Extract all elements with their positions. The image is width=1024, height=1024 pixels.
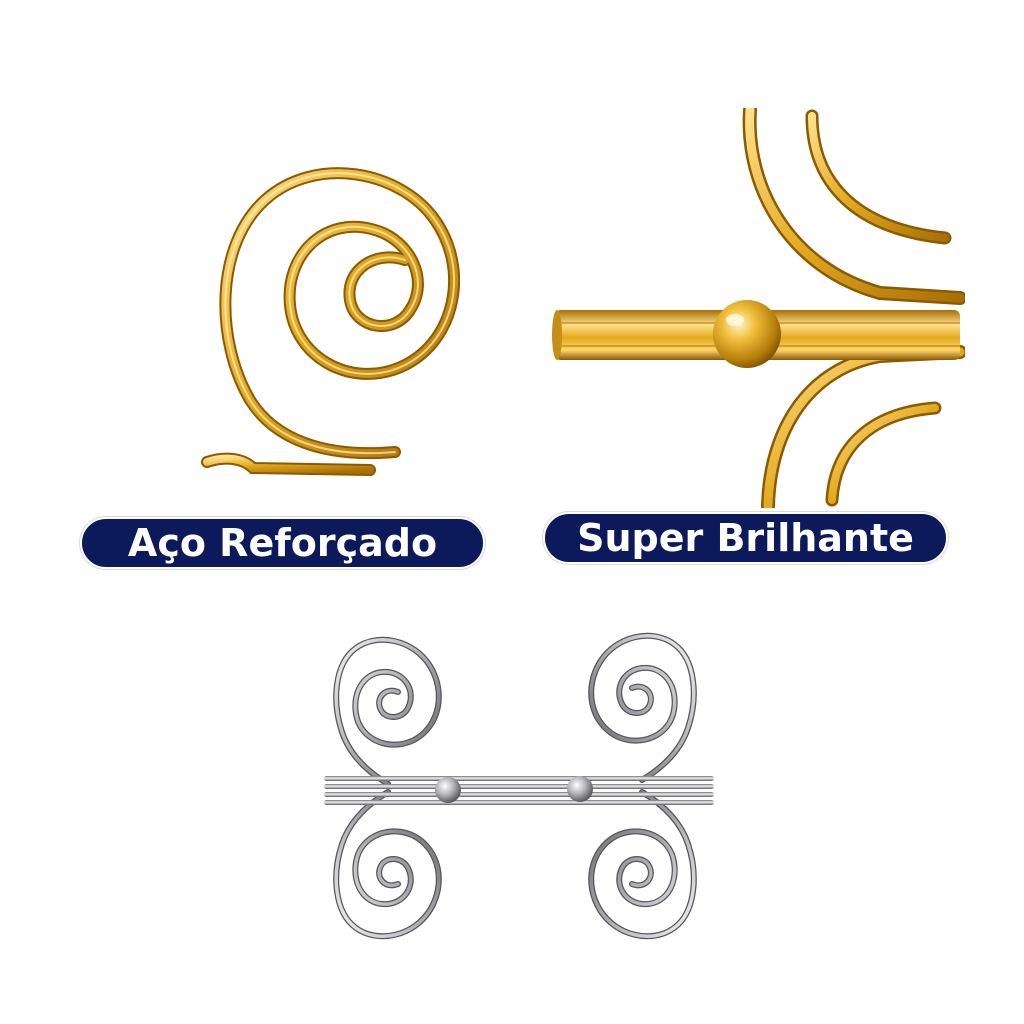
gold-spiral-closeup-image <box>195 140 485 490</box>
super-shiny-label: Super Brilhante <box>543 512 948 564</box>
gold-bead-closeup-image <box>550 108 965 508</box>
reinforced-steel-label-text: Aço Reforçado <box>127 521 438 565</box>
reinforced-steel-label: Aço Reforçado <box>80 517 485 569</box>
super-shiny-label-text: Super Brilhante <box>577 516 914 560</box>
silver-spiral-cuff-image <box>300 618 730 958</box>
